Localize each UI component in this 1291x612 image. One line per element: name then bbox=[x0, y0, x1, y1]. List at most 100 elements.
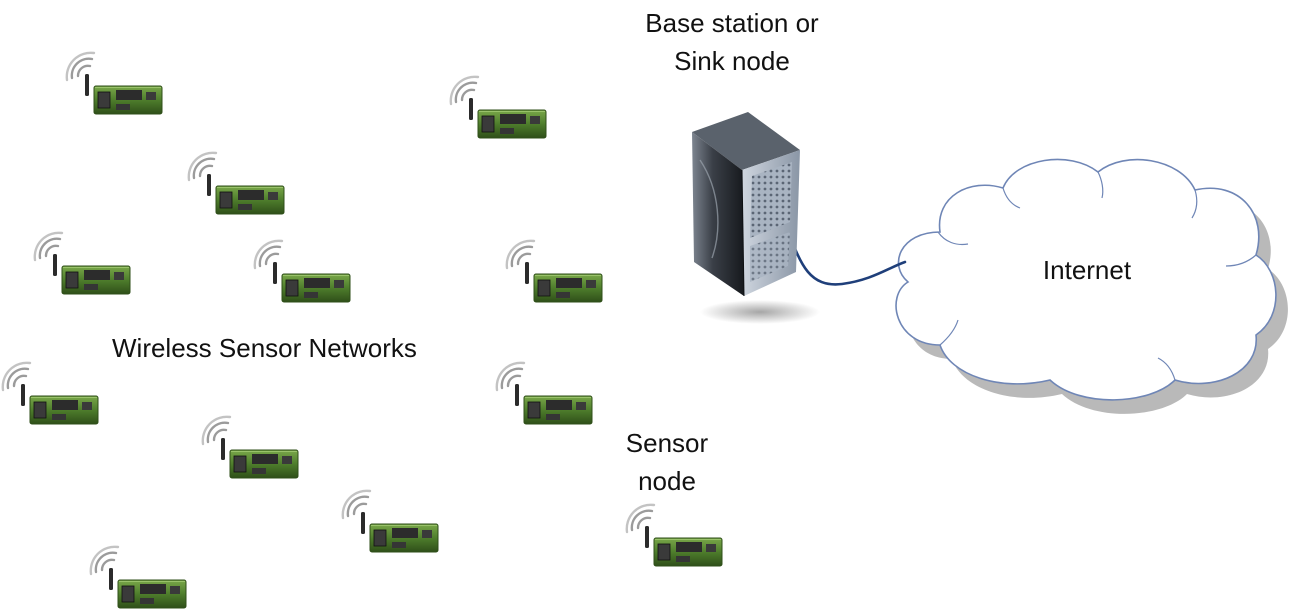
sensor-node-icon bbox=[187, 151, 285, 215]
radio-wave-icon bbox=[65, 51, 96, 82]
chip bbox=[334, 280, 344, 288]
antenna bbox=[85, 74, 89, 96]
sensor-node-label: Sensor node bbox=[612, 424, 722, 500]
chip bbox=[530, 116, 540, 124]
sensor-node-icon bbox=[33, 231, 131, 295]
server-tower-icon bbox=[692, 112, 820, 324]
connector bbox=[481, 115, 495, 133]
server-grill bbox=[750, 162, 792, 238]
antenna bbox=[221, 438, 225, 460]
cloud-detail bbox=[1225, 254, 1257, 267]
chip bbox=[392, 528, 418, 538]
sensor-node-icon bbox=[1, 361, 99, 425]
chip bbox=[422, 530, 432, 538]
chip bbox=[238, 204, 252, 210]
cloud-detail bbox=[939, 319, 959, 346]
network-title-label: Wireless Sensor Networks bbox=[112, 333, 417, 363]
internet-cloud bbox=[895, 158, 1288, 414]
cloud-icon bbox=[895, 158, 1277, 401]
chip bbox=[586, 280, 596, 288]
base-station-label: Base station or Sink node bbox=[622, 4, 842, 80]
connector bbox=[657, 543, 671, 561]
chip bbox=[170, 586, 180, 594]
chip bbox=[84, 284, 98, 290]
antenna bbox=[21, 384, 25, 406]
cloud-detail bbox=[1002, 187, 1021, 209]
chip bbox=[500, 114, 526, 124]
antenna bbox=[515, 384, 519, 406]
cloud-detail bbox=[937, 231, 969, 246]
base-station-label-line2: Sink node bbox=[674, 46, 790, 76]
antenna bbox=[525, 262, 529, 284]
chip bbox=[706, 544, 716, 552]
antenna bbox=[109, 568, 113, 590]
chip bbox=[82, 402, 92, 410]
sensor-node-icon bbox=[341, 489, 439, 553]
connector bbox=[537, 279, 551, 297]
antenna bbox=[273, 262, 277, 284]
connector bbox=[373, 529, 387, 547]
connector bbox=[285, 279, 299, 297]
radio-wave-icon bbox=[625, 503, 656, 534]
chip bbox=[140, 598, 154, 604]
chip bbox=[268, 192, 278, 200]
cloud-detail bbox=[1097, 171, 1104, 199]
antenna bbox=[361, 512, 365, 534]
connector bbox=[527, 401, 541, 419]
chip bbox=[500, 128, 514, 134]
chip bbox=[304, 278, 330, 288]
chip bbox=[546, 400, 572, 410]
sensor-node-icon bbox=[201, 415, 299, 479]
base-station-label-line1: Base station or bbox=[645, 8, 819, 38]
antenna bbox=[469, 98, 473, 120]
sensor-node-icon bbox=[253, 239, 351, 303]
chip bbox=[392, 542, 406, 548]
chip bbox=[252, 468, 266, 474]
chip bbox=[556, 292, 570, 298]
chip bbox=[52, 400, 78, 410]
radio-wave-icon bbox=[89, 545, 120, 576]
radio-wave-icon bbox=[187, 151, 218, 182]
server-grill-lower bbox=[750, 232, 790, 282]
server-top bbox=[692, 112, 800, 170]
radio-wave-icon bbox=[253, 239, 284, 270]
connector bbox=[97, 91, 111, 109]
chip bbox=[546, 414, 560, 420]
radio-wave-icon bbox=[33, 231, 64, 262]
sensor-node-label-line2: node bbox=[638, 466, 696, 496]
chip bbox=[146, 92, 156, 100]
sensor-node-icon bbox=[495, 361, 593, 425]
connector bbox=[121, 585, 135, 603]
sensor-node-icon bbox=[89, 545, 187, 609]
chip bbox=[114, 272, 124, 280]
chip bbox=[282, 456, 292, 464]
connector bbox=[233, 455, 247, 473]
sensor-node-icon bbox=[449, 75, 547, 139]
chip bbox=[84, 270, 110, 280]
radio-wave-icon bbox=[449, 75, 480, 106]
chip bbox=[576, 402, 586, 410]
chip bbox=[304, 292, 318, 298]
server-edge bbox=[741, 169, 745, 297]
connector bbox=[33, 401, 47, 419]
radio-wave-icon bbox=[201, 415, 232, 446]
chip bbox=[116, 104, 130, 110]
chip bbox=[556, 278, 582, 288]
radio-wave-icon bbox=[1, 361, 32, 392]
cloud-detail bbox=[1157, 357, 1176, 381]
connector bbox=[219, 191, 233, 209]
antenna bbox=[207, 174, 211, 196]
internet-label: Internet bbox=[1042, 255, 1132, 285]
sensor-nodes bbox=[1, 51, 723, 609]
chip bbox=[238, 190, 264, 200]
radio-wave-icon bbox=[495, 361, 526, 392]
sensor-node-icon bbox=[625, 503, 723, 567]
cable-connection bbox=[785, 226, 907, 286]
chip bbox=[676, 556, 690, 562]
sensor-node-icon bbox=[65, 51, 163, 115]
chip bbox=[676, 542, 702, 552]
antenna bbox=[645, 526, 649, 548]
chip bbox=[116, 90, 142, 100]
cloud-detail bbox=[1191, 189, 1198, 219]
